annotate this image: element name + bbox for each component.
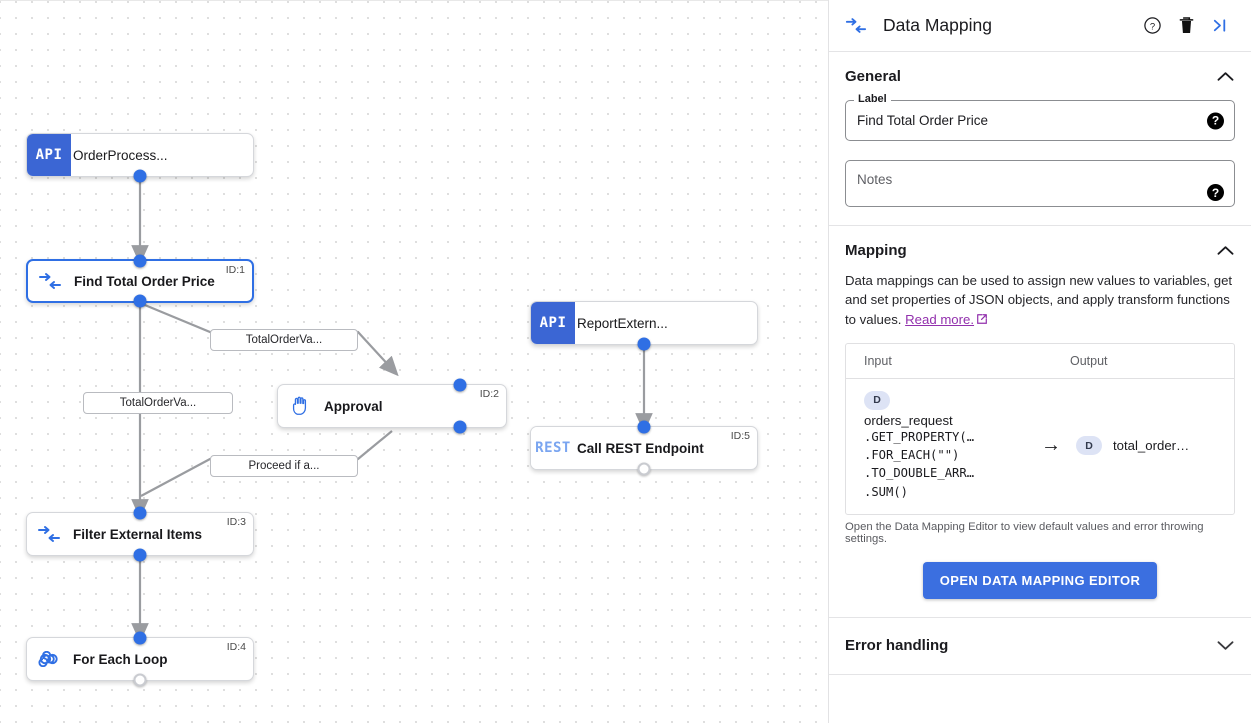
node-order-process[interactable]: API OrderProcess...: [26, 133, 254, 183]
help-circle-icon[interactable]: ?: [1135, 16, 1169, 35]
section-general-title: General: [845, 67, 901, 85]
edge-layer: [131, 178, 653, 643]
node-id-label: ID:3: [226, 516, 246, 528]
node-approval[interactable]: Approval ID:2: [277, 378, 507, 434]
svg-text:?: ?: [1149, 21, 1154, 32]
node-output-port[interactable]: [133, 294, 147, 308]
section-general: General Label Find Total Order Price ? N…: [829, 52, 1251, 226]
node-id-label: ID:5: [730, 430, 750, 442]
chevron-up-icon[interactable]: [1215, 66, 1235, 86]
collapse-panel-icon[interactable]: [1203, 16, 1237, 35]
node-input-port[interactable]: [133, 631, 147, 645]
notes-help-icon[interactable]: ?: [1207, 184, 1224, 201]
approval-hand-icon: [278, 395, 322, 417]
mapping-description: Data mappings can be used to assign new …: [845, 271, 1235, 330]
section-mapping-title: Mapping: [845, 241, 907, 259]
section-error-handling-title: Error handling: [845, 637, 949, 655]
node-call-rest-endpoint[interactable]: REST Call REST Endpoint ID:5: [530, 420, 758, 476]
node-output-port[interactable]: [453, 420, 467, 434]
node-output-port[interactable]: [133, 548, 147, 562]
node-output-port[interactable]: [133, 169, 147, 183]
page-title: Data Mapping: [883, 15, 992, 35]
node-title: Approval: [324, 398, 383, 414]
trash-icon[interactable]: [1169, 16, 1203, 35]
node-find-total-order-price[interactable]: Find Total Order Price ID:1: [26, 254, 254, 308]
input-expression-line: .TO_DOUBLE_ARR…: [864, 466, 975, 481]
node-filter-external-items[interactable]: Filter External Items ID:3: [26, 506, 254, 562]
loop-infinity-icon: [27, 651, 71, 667]
input-expression-line: .GET_PROPERTY(…: [864, 429, 975, 444]
panel-header: Data Mapping ?: [829, 0, 1251, 52]
section-general-header[interactable]: General: [845, 66, 1235, 86]
label-field-legend: Label: [854, 93, 891, 105]
properties-panel: Data Mapping ?: [828, 0, 1251, 723]
external-link-icon[interactable]: [976, 311, 988, 330]
mapping-output-cell: D total_order…: [1076, 436, 1234, 456]
column-header-input: Input: [864, 354, 892, 369]
mapping-table: Input Output D orders_request .GET_PROPE…: [845, 343, 1235, 515]
node-input-port[interactable]: [133, 254, 147, 268]
node-title: Find Total Order Price: [74, 273, 215, 289]
label-field-wrapper: Label Find Total Order Price ?: [845, 93, 1235, 141]
mapping-table-header: Input Output: [846, 344, 1234, 380]
node-title: For Each Loop: [73, 651, 168, 667]
output-type-chip: D: [1076, 436, 1102, 456]
workflow-canvas[interactable]: API OrderProcess... Find Total Order Pri…: [0, 0, 828, 723]
node-title: Filter External Items: [73, 526, 203, 542]
node-input-port[interactable]: [453, 378, 467, 392]
node-report-external[interactable]: API ReportExtern...: [530, 301, 758, 351]
mapping-arrow-icon: →: [1041, 434, 1061, 457]
section-error-handling: Error handling: [829, 618, 1251, 675]
mapping-hint: Open the Data Mapping Editor to view def…: [845, 520, 1204, 545]
node-input-port[interactable]: [133, 506, 147, 520]
node-title: OrderProcess...: [73, 147, 168, 163]
edge-label[interactable]: Proceed if a...: [210, 455, 358, 477]
input-expression-line: .SUM(): [864, 484, 909, 499]
data-mapping-icon: [845, 17, 871, 34]
edge-label[interactable]: TotalOrderVa...: [83, 392, 233, 414]
section-mapping: Mapping Data mappings can be used to ass…: [829, 226, 1251, 618]
node-for-each-loop[interactable]: For Each Loop ID:4: [26, 631, 254, 687]
mapping-description-text: Data mappings can be used to assign new …: [845, 273, 1233, 327]
notes-input[interactable]: Notes: [845, 160, 1235, 207]
mapping-input-cell: D orders_request .GET_PROPERTY(… .FOR_EA…: [846, 390, 1026, 501]
node-id-label: ID:4: [226, 641, 246, 653]
node-input-port[interactable]: [637, 420, 651, 434]
api-badge: API: [531, 302, 575, 344]
section-error-handling-header[interactable]: Error handling: [845, 636, 1235, 656]
mapping-button-row: OPEN DATA MAPPING EDITOR: [845, 561, 1235, 599]
node-output-port[interactable]: [637, 462, 651, 476]
node-id-label: ID:1: [225, 264, 245, 276]
chevron-up-icon[interactable]: [1215, 240, 1235, 260]
table-row[interactable]: D orders_request .GET_PROPERTY(… .FOR_EA…: [846, 379, 1234, 514]
input-expression-line: .FOR_EACH(""): [864, 448, 960, 463]
node-title: ReportExtern...: [577, 315, 668, 331]
open-data-mapping-editor-button[interactable]: OPEN DATA MAPPING EDITOR: [922, 561, 1158, 599]
output-variable-name: total_order…: [1113, 438, 1190, 454]
input-type-chip: D: [864, 390, 890, 410]
label-input[interactable]: Find Total Order Price: [845, 100, 1235, 141]
data-mapping-icon: [28, 272, 72, 290]
api-badge: API: [27, 134, 71, 176]
input-variable-name: orders_request: [864, 412, 953, 428]
read-more-link[interactable]: Read more.: [905, 311, 975, 327]
label-help-icon[interactable]: ?: [1207, 112, 1224, 129]
rest-badge: REST: [531, 427, 575, 469]
node-output-port[interactable]: [637, 337, 651, 351]
data-mapping-icon: [27, 525, 71, 543]
edge-label[interactable]: TotalOrderVa...: [210, 329, 358, 351]
node-output-port[interactable]: [133, 673, 147, 687]
node-id-label: ID:2: [479, 388, 499, 400]
node-title: Call REST Endpoint: [577, 440, 704, 456]
column-header-output: Output: [1070, 354, 1108, 369]
section-mapping-header[interactable]: Mapping: [845, 240, 1235, 260]
notes-field-wrapper: Notes ?: [845, 160, 1235, 207]
chevron-down-icon[interactable]: [1215, 636, 1235, 656]
